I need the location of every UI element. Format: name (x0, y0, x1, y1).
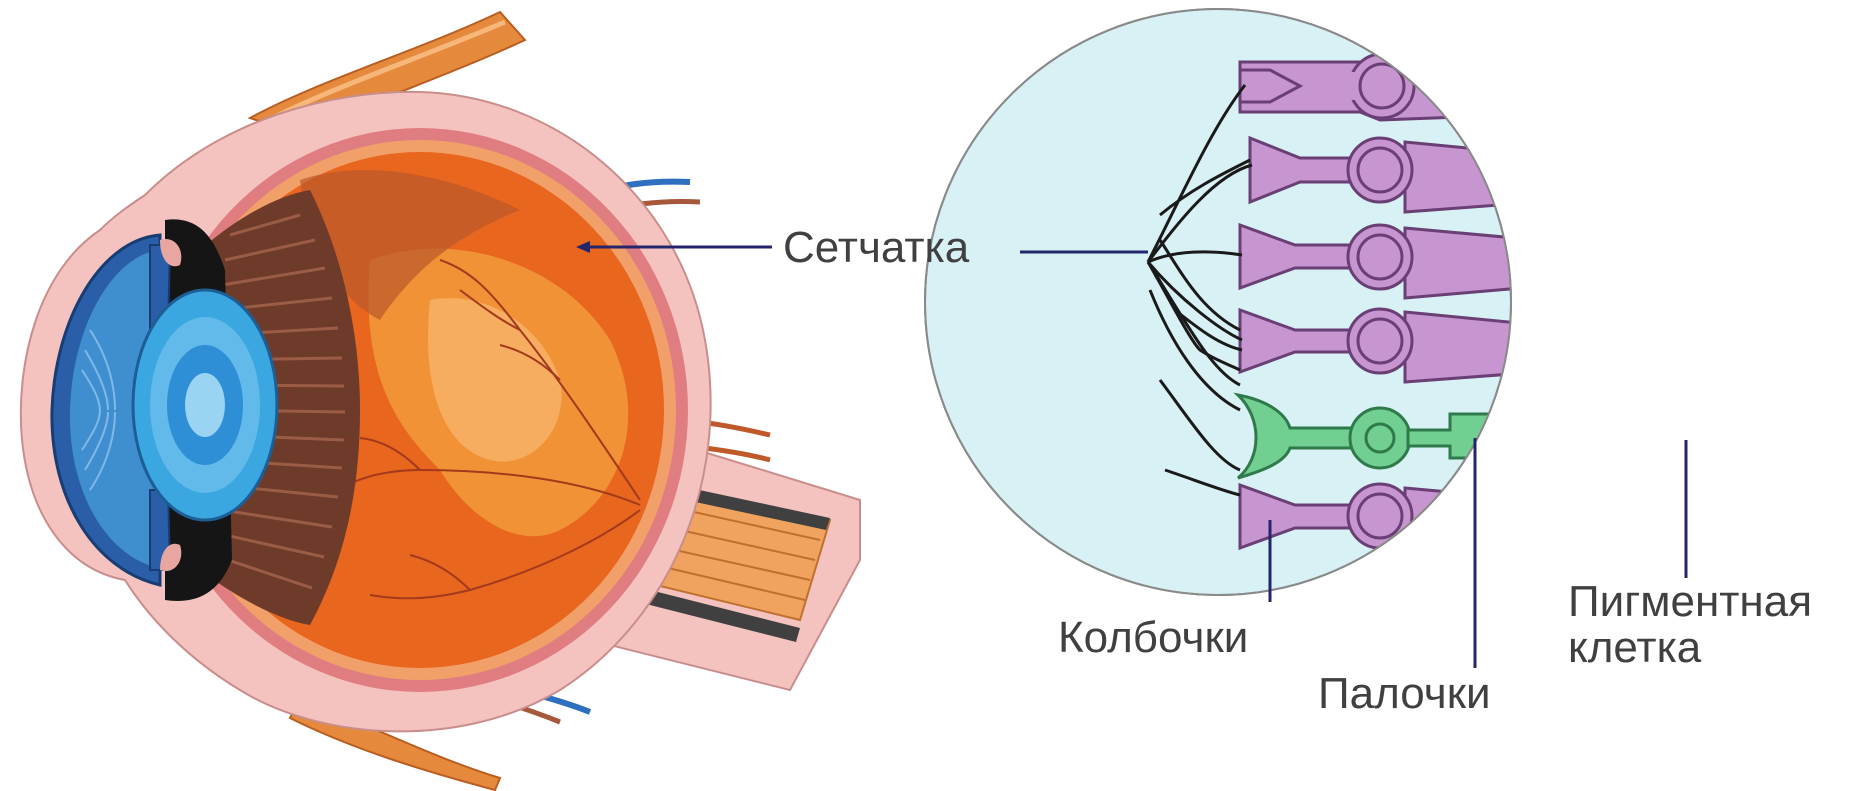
eye-cross-section (21, 12, 860, 790)
label-cones: Колбочки (1058, 616, 1248, 660)
pigment-layer (1586, 60, 1706, 530)
label-pigment-line2: клетка (1568, 626, 1701, 670)
label-pigment-line1: Пигментная (1568, 580, 1812, 624)
lens-core (185, 373, 225, 437)
label-rods: Палочки (1318, 672, 1491, 716)
label-retina: Сетчатка (783, 226, 969, 270)
pigment-nuclei (1661, 151, 1679, 439)
pigment-cell-dividers (1586, 60, 1700, 530)
retina-magnification (925, 9, 1706, 595)
